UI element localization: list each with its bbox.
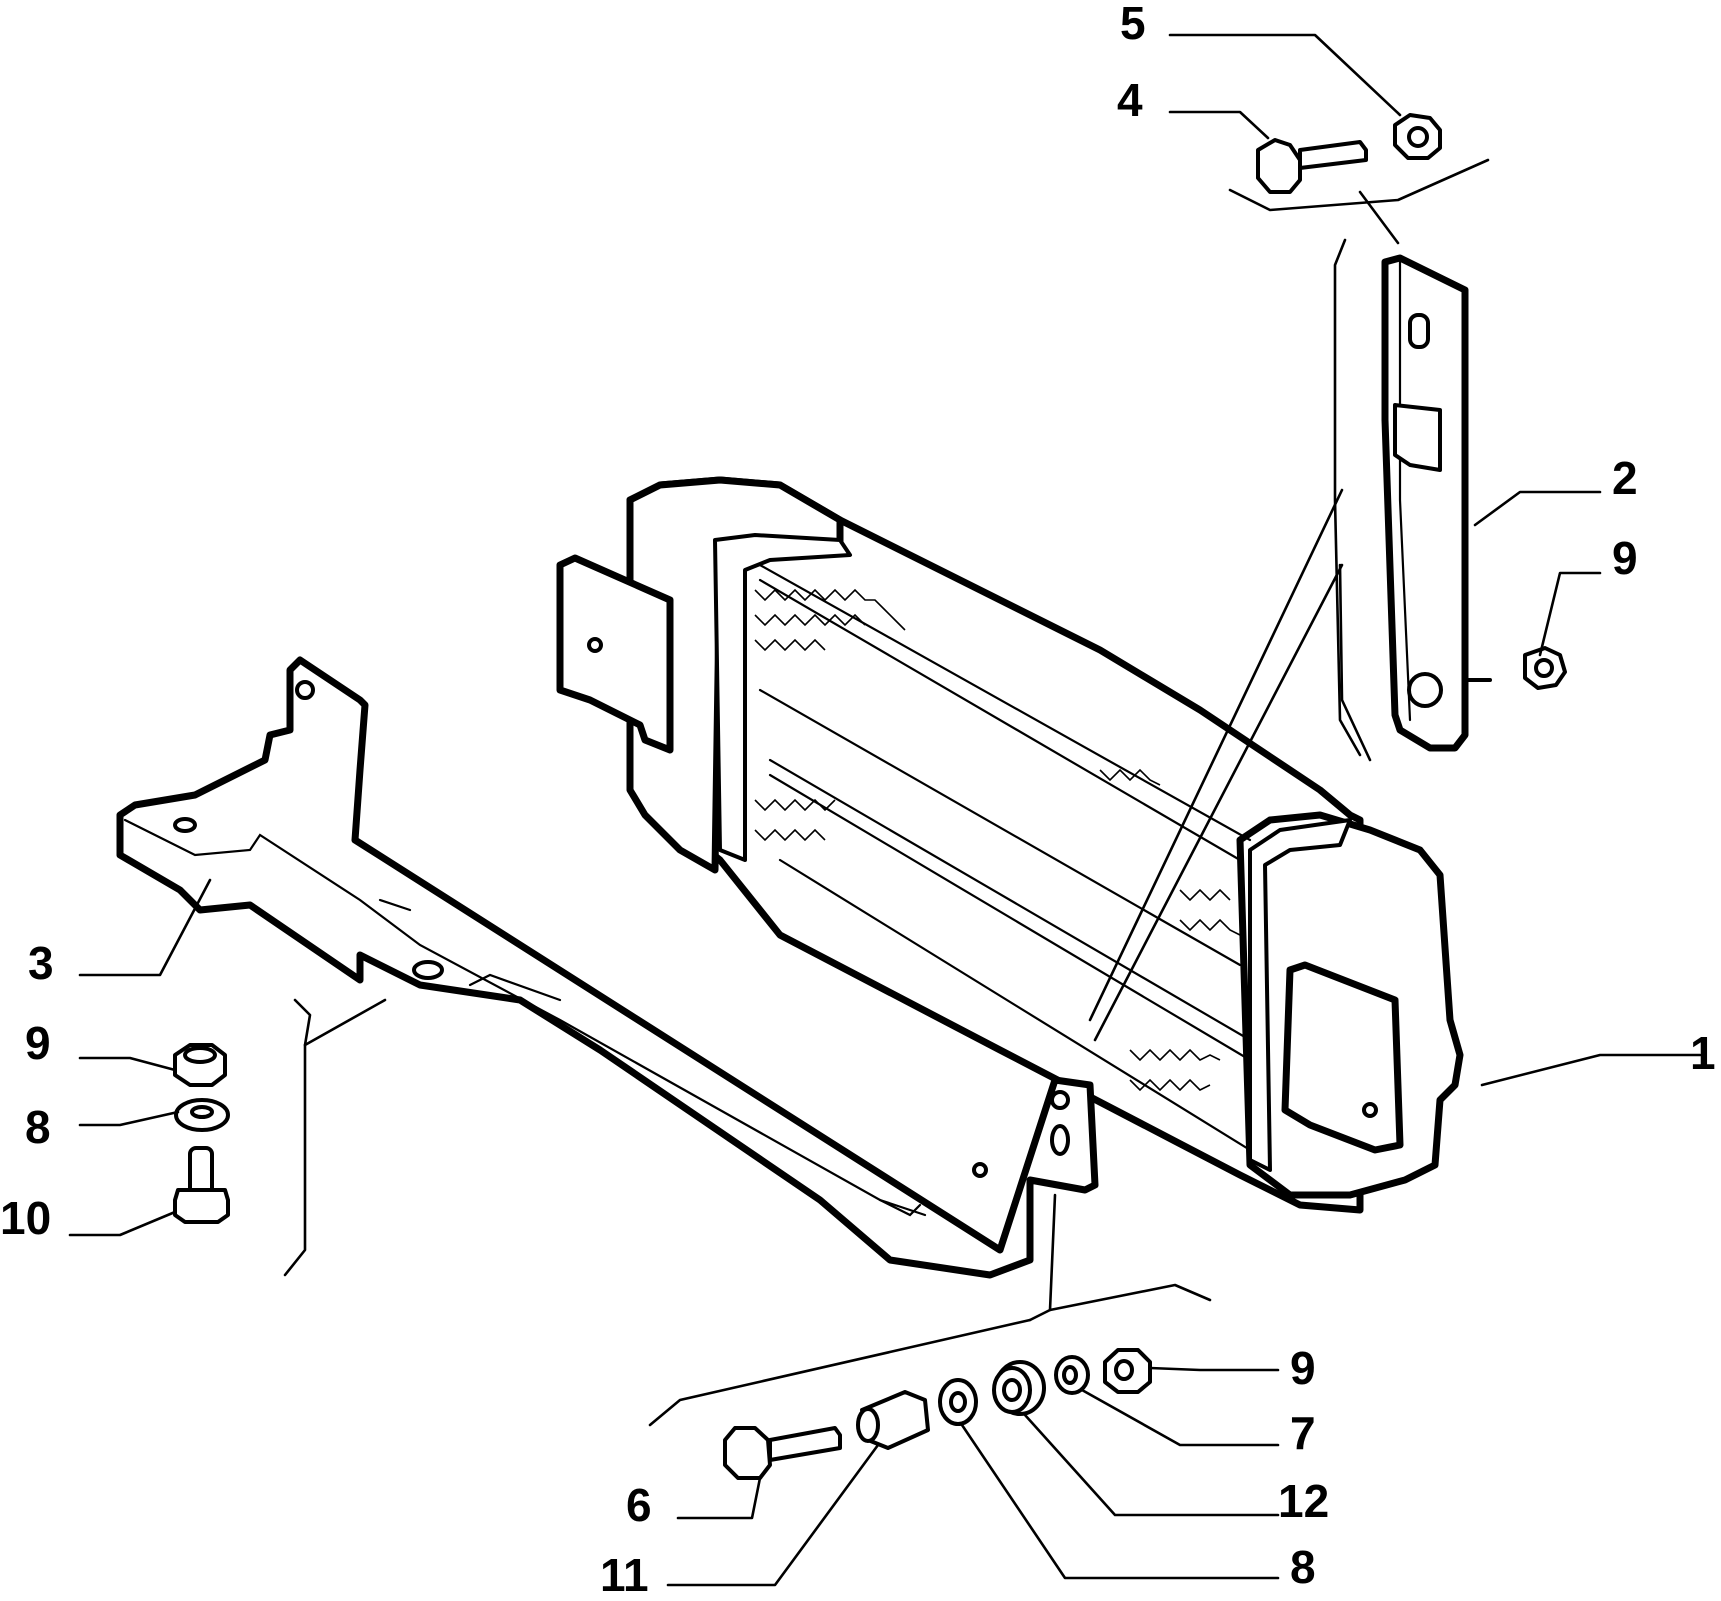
part-3-lower-bracket — [116, 656, 1099, 1279]
callout-10: 10 — [0, 1192, 52, 1244]
callout-3: 3 — [28, 937, 54, 989]
part-8-washer-left — [174, 1098, 230, 1132]
callout-6: 6 — [626, 1479, 652, 1531]
callout-11: 11 — [600, 1549, 649, 1601]
callout-1: 1 — [1690, 1027, 1716, 1079]
part-12-rubber-bushing — [992, 1360, 1046, 1416]
part-2-vertical-bracket — [1381, 254, 1492, 752]
callout-8-left: 8 — [25, 1101, 51, 1153]
part-8-washer-bottom — [938, 1378, 978, 1426]
part-9-nut-right — [1523, 646, 1567, 690]
callout-9-left: 9 — [25, 1017, 51, 1069]
callout-leaders — [68, 33, 1702, 1587]
callout-4: 4 — [1117, 74, 1143, 126]
part-7-washer — [1054, 1355, 1090, 1395]
part-10-lower-bolt — [173, 1146, 230, 1224]
part-6-bolt — [723, 1426, 842, 1480]
part-5-upper-nut — [1393, 113, 1442, 160]
part-11-spacer-sleeve — [856, 1390, 930, 1450]
callout-7: 7 — [1290, 1407, 1316, 1459]
callout-9-right: 9 — [1612, 532, 1638, 584]
assembly-lines — [283, 158, 1490, 1427]
part-9-nut-left — [173, 1043, 227, 1087]
callout-9-bottom: 9 — [1290, 1342, 1316, 1394]
callout-12: 12 — [1278, 1475, 1330, 1527]
callout-5: 5 — [1120, 0, 1146, 49]
callout-8-bottom: 8 — [1290, 1541, 1316, 1593]
callout-2: 2 — [1612, 452, 1638, 504]
part-4-upper-bolt — [1256, 138, 1368, 194]
part-1-radiator-core — [556, 476, 1464, 1214]
part-9-nut-bottom — [1103, 1348, 1152, 1394]
